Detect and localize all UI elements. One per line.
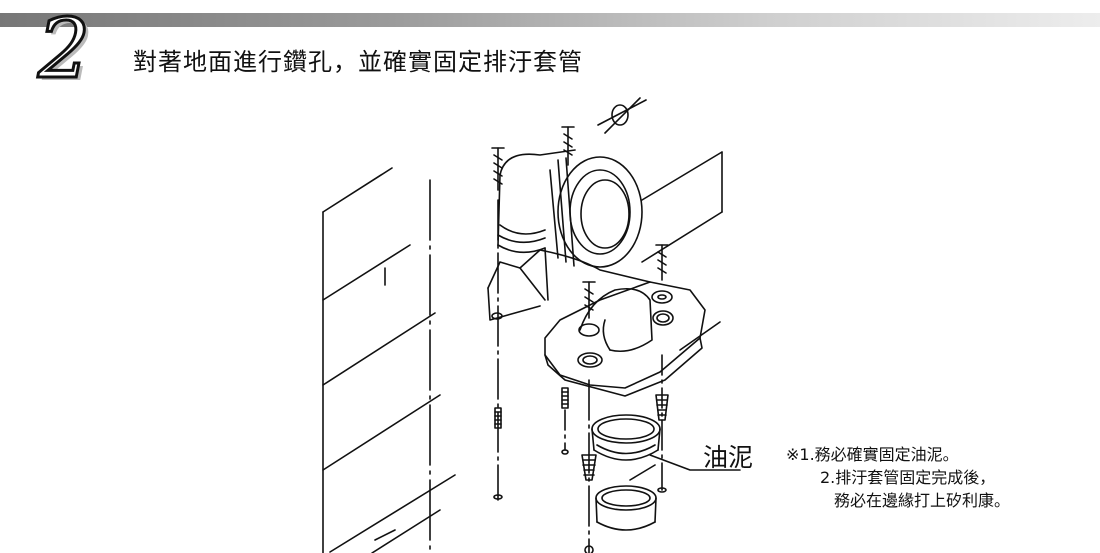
installation-notes: ※1.務必確實固定油泥。 2.排汙套管固定完成後， 務必在邊緣打上矽利康。 — [786, 443, 1010, 512]
wall-grid-lines — [322, 151, 723, 553]
drain-sleeve — [595, 485, 657, 531]
step-title: 對著地面進行鑽孔，並確實固定排汙套管 — [133, 48, 583, 76]
wall-anchor-left — [494, 407, 502, 429]
elbow-pipe — [497, 149, 643, 301]
callout-leader — [649, 454, 741, 471]
section-header-bar — [0, 13, 1100, 27]
wall-anchor-right — [655, 394, 669, 421]
note-line-2: 2.排汙套管固定完成後， — [820, 468, 996, 487]
note-line-3: 務必在邊緣打上矽利康。 — [834, 491, 1011, 510]
screw-left — [491, 147, 505, 501]
wall-anchor-lower — [581, 454, 597, 481]
putty-ring — [591, 414, 661, 461]
screw-right — [651, 244, 673, 493]
note-line-1: ※1.務必確實固定油泥。 — [786, 445, 959, 464]
base-flange — [487, 249, 706, 397]
wall-anchor-center — [561, 387, 569, 455]
screw-top — [561, 126, 575, 166]
putty-label: 油泥 — [703, 443, 754, 472]
diameter-symbol — [597, 97, 647, 134]
step-number: 2 — [36, 1, 91, 99]
